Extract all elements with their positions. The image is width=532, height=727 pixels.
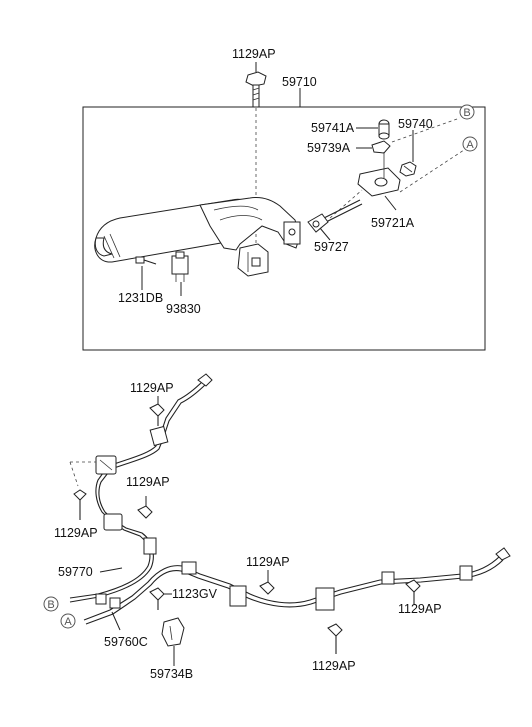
top-bolt	[245, 71, 267, 262]
callout-a-bottom: A	[60, 613, 76, 629]
guide-b	[391, 117, 461, 143]
svg-text:A: A	[64, 616, 72, 628]
label-cable-right-rear: 59770	[58, 565, 93, 579]
label-rod: 59727	[314, 240, 349, 254]
svg-text:B: B	[463, 107, 470, 119]
callout-b-top: B	[459, 104, 475, 120]
leader-bracket	[384, 195, 397, 211]
label-bolt-top: 1129AP	[232, 47, 276, 61]
switch-bolt	[135, 256, 157, 265]
bracket-59734b	[161, 617, 185, 647]
label-clip: 59739A	[307, 141, 351, 155]
label-switch: 93830	[166, 302, 201, 316]
leader-59770	[99, 567, 123, 573]
leader-rod	[319, 227, 331, 241]
pin-part	[378, 119, 390, 140]
leader-59760c	[111, 611, 121, 631]
label-assembly: 59710	[282, 75, 317, 89]
assembly-frame	[82, 106, 486, 351]
equalizer-bracket	[357, 152, 401, 197]
lower-bolts	[73, 396, 421, 654]
label-cable-left-rear: 59760C	[104, 635, 148, 649]
cable-right-rear	[69, 373, 213, 603]
label-bracket-bottom: 59734B	[150, 667, 193, 681]
label-switch-bolt: 1231DB	[118, 291, 163, 305]
switch-part	[171, 251, 189, 282]
label-bolt-bracket: 1123GV	[172, 587, 218, 601]
label-bolt-left: 1129AP	[54, 526, 98, 540]
callout-b-bottom: B	[43, 596, 59, 612]
guide-a	[399, 149, 465, 193]
label-pin: 59741A	[311, 121, 355, 135]
svg-text:A: A	[466, 139, 474, 151]
label-bolt-center: 1129AP	[246, 555, 290, 569]
label-bracket: 59721A	[371, 216, 415, 230]
cable-clamps	[69, 425, 473, 611]
label-nut: 59740	[398, 117, 433, 131]
label-bolt-clip-mid: 1129AP	[126, 475, 170, 489]
rod-part	[307, 199, 363, 233]
guide-rod	[329, 189, 363, 219]
svg-text:B: B	[47, 599, 54, 611]
label-bolt-upper-cable: 1129AP	[130, 381, 174, 395]
nut-part	[399, 161, 417, 177]
label-bolt-right: 1129AP	[398, 602, 442, 616]
callout-a-top: A	[462, 136, 478, 152]
label-bolt-bottom: 1129AP	[312, 659, 356, 673]
parking-brake-lever	[94, 197, 301, 277]
cable-left-rear	[83, 547, 511, 625]
clip-part	[371, 140, 391, 154]
